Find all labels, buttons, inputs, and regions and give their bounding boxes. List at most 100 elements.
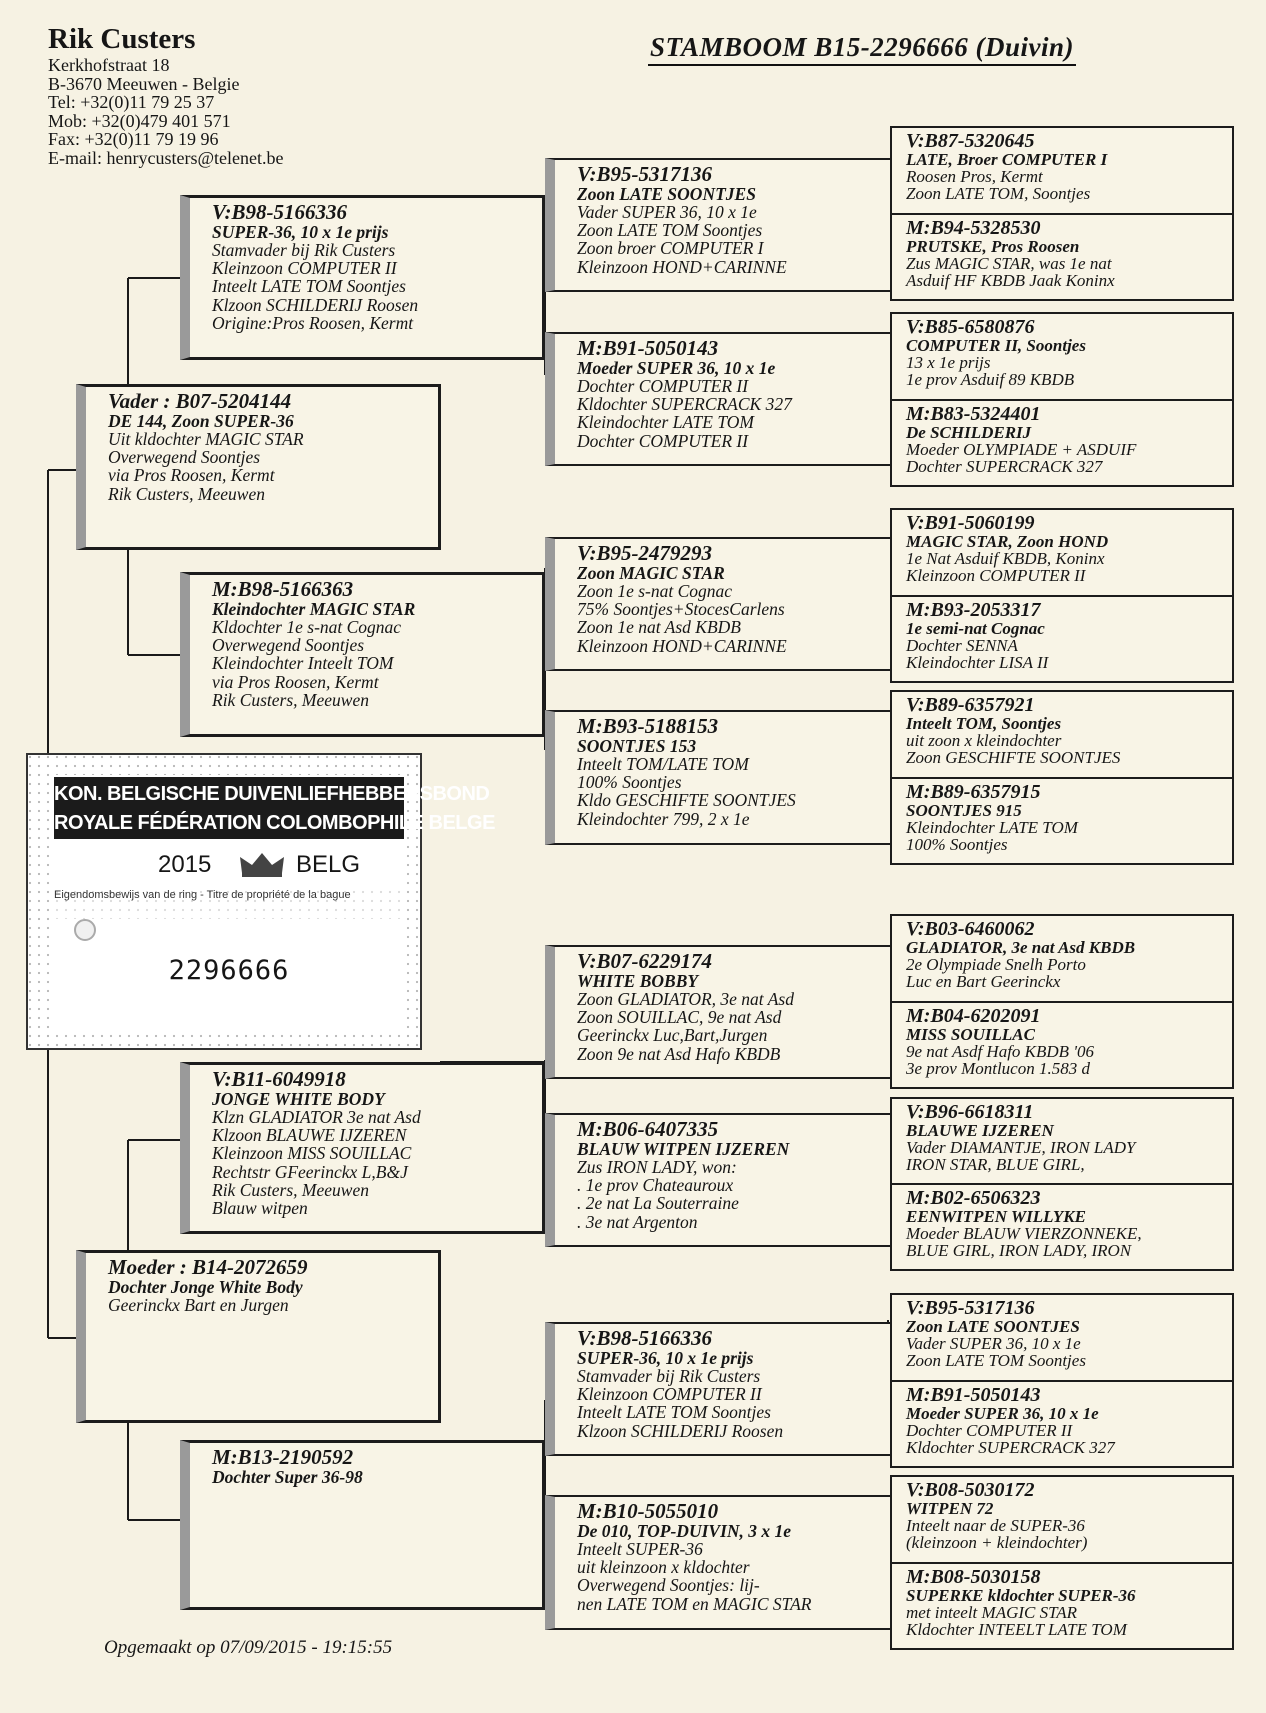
parent-box-dam: Moeder : B14-2072659 Dochter Jonge White… (76, 1250, 441, 1423)
pigeon-note: Kleinzoon MISS SOUILLAC (212, 1143, 412, 1164)
pigeon-note: Asduif HF KBDB Jaak Koninx (906, 271, 1115, 291)
generated-timestamp: Opgemaakt op 07/09/2015 - 19:15:55 (104, 1637, 393, 1658)
pigeon-id: M:B94-5328530 (906, 217, 1041, 239)
pigeon-name: De 010, TOP-DUIVIN, 3 x 1e (577, 1521, 792, 1541)
pigeon-name: Zoon LATE SOONTJES (906, 1317, 1080, 1336)
pigeon-name: SUPER-36, 10 x 1e prijs (577, 1348, 754, 1368)
ancestor-box: M:B83-5324401 De SCHILDERIJ Moeder OLYMP… (890, 399, 1234, 487)
ancestor-box: M:B91-5050143 Moeder SUPER 36, 10 x 1e D… (890, 1380, 1234, 1468)
pigeon-note: Zoon 9e nat Asd Hafo KBDB (577, 1043, 781, 1064)
pigeon-note: Geerinckx Bart en Jurgen (108, 1295, 289, 1315)
ring-number: 2296666 (168, 955, 290, 986)
pigeon-name: BLAUW WITPEN IJZEREN (577, 1139, 790, 1159)
pigeon-name: DE 144, Zoon SUPER-36 (108, 411, 294, 431)
pigeon-name: GLADIATOR, 3e nat Asd KBDB (906, 938, 1136, 957)
pigeon-note: Vader SUPER 36, 10 x 1e (906, 1334, 1081, 1353)
pigeon-note: Kleinzoon HOND+CARINNE (577, 256, 787, 277)
great-grandparent-box: V:B95-2479293 Zoon MAGIC STAR Zoon 1e s-… (545, 537, 893, 671)
pigeon-id: M:B06-6407335 (577, 1117, 719, 1141)
pigeon-id: M:B93-5188153 (577, 714, 719, 738)
pigeon-name: LATE, Broer COMPUTER I (906, 150, 1108, 169)
pigeon-note: Kleindochter 799, 2 x 1e (577, 808, 750, 829)
pigeon-note: Moeder OLYMPIADE + ASDUIF (906, 440, 1137, 459)
pigeon-note: (kleinzoon + kleindochter) (906, 1533, 1088, 1553)
pigeon-note: Moeder BLAUW VIERZONNEKE, (906, 1224, 1142, 1243)
pigeon-note: 3e prov Montlucon 1.583 d (906, 1059, 1090, 1079)
card-dot-pattern (28, 755, 424, 1052)
pigeon-name: BLAUWE IJZEREN (906, 1121, 1054, 1140)
pigeon-id: M:B98-5166363 (212, 577, 354, 601)
pigeon-id: V:B87-5320645 (906, 130, 1035, 152)
pigeon-name: MAGIC STAR, Zoon HOND (906, 532, 1109, 551)
pigeon-note: Dochter SENNA (906, 636, 1018, 655)
pigeon-name: SUPERKE kldochter SUPER-36 (906, 1586, 1136, 1605)
ancestor-box: V:B96-6618311 BLAUWE IJZEREN Vader DIAMA… (890, 1097, 1234, 1185)
pigeon-id: M:B04-6202091 (906, 1005, 1041, 1027)
pigeon-note: Blauw witpen (212, 1198, 308, 1219)
ancestor-box: M:B04-6202091 MISS SOUILLAC 9e nat Asdf … (890, 1001, 1234, 1089)
pigeon-note: Rik Custers, Meeuwen (212, 1179, 369, 1200)
pigeon-name: WHITE BOBBY (577, 971, 699, 991)
ancestor-box: M:B89-6357915 SOONTJES 915 Kleindochter … (890, 777, 1234, 865)
federation-banner: KON. BELGISCHE DUIVENLIEFHEBBERSBOND ROY… (54, 777, 495, 839)
pigeon-name: Zoon MAGIC STAR (577, 563, 725, 583)
pigeon-note: Rik Custers, Meeuwen (108, 483, 265, 504)
pigeon-note: . 1e prov Chateauroux (577, 1175, 734, 1196)
pigeon-name: De SCHILDERIJ (906, 423, 1032, 442)
pigeon-note: Kleindochter LATE TOM (906, 818, 1078, 837)
pigeon-note: Kleinzoon COMPUTER II (212, 258, 397, 279)
pigeon-note: 1e Nat Asduif KBDB, Koninx (906, 549, 1105, 568)
owner-tel: Tel: +32(0)11 79 25 37 (48, 92, 215, 112)
ring-year: 2015 (158, 851, 212, 878)
pigeon-note: 100% Soontjes (906, 835, 1008, 855)
ancestor-box: M:B08-5030158 SUPERKE kldochter SUPER-36… (890, 1562, 1234, 1650)
pigeon-note: 75% Soontjes+StocesCarlens (577, 599, 785, 620)
pigeon-name: SUPER-36, 10 x 1e prijs (212, 222, 389, 242)
pigeon-note: 1e prov Asduif 89 KBDB (906, 370, 1075, 390)
pigeon-note: Zoon 1e s-nat Cognac (577, 581, 733, 601)
pigeon-id: V:B11-6049918 (212, 1067, 346, 1091)
pigeon-note: Vader SUPER 36, 10 x 1e (577, 202, 757, 222)
pigeon-note: Overwegend Soontjes: lij- (577, 1575, 760, 1596)
pigeon-note: Inteelt naar de SUPER-36 (906, 1516, 1085, 1535)
pigeon-note: Zoon LATE TOM Soontjes (906, 1351, 1086, 1371)
pigeon-note: Inteelt TOM/LATE TOM (577, 754, 749, 774)
pigeon-name: MISS SOUILLAC (906, 1025, 1035, 1044)
parent-box-sire: Vader : B07-5204144 DE 144, Zoon SUPER-3… (76, 384, 441, 550)
pigeon-note: Kleinzoon COMPUTER II (906, 566, 1086, 586)
pigeon-note: Klzn GLADIATOR 3e nat Asd (212, 1107, 421, 1127)
ancestor-box: V:B85-6580876 COMPUTER II, Soontjes 13 x… (890, 312, 1234, 401)
pigeon-name: Inteelt TOM, Soontjes (906, 714, 1062, 733)
pigeon-name: 1e semi-nat Cognac (906, 619, 1045, 638)
pigeon-id: M:B08-5030158 (906, 1566, 1041, 1588)
pigeon-name: COMPUTER II, Soontjes (906, 336, 1086, 355)
ring-ownership-card: KON. BELGISCHE DUIVENLIEFHEBBERSBOND ROY… (26, 753, 495, 1052)
pigeon-name: Moeder SUPER 36, 10 x 1e (906, 1404, 1099, 1423)
owner-block: Rik Custers Kerkhofstraat 18 B-3670 Meeu… (48, 22, 368, 167)
pigeon-note: Inteelt SUPER-36 (577, 1539, 703, 1559)
pigeon-note: Zoon LATE TOM Soontjes (577, 220, 763, 241)
owner-fax: Fax: +32(0)11 79 19 96 (48, 129, 219, 149)
grandparent-box: V:B98-5166336 SUPER-36, 10 x 1e prijs St… (180, 195, 545, 360)
pigeon-note: Zoon 1e nat Asd KBDB (577, 617, 741, 638)
ancestor-box: V:B91-5060199 MAGIC STAR, Zoon HOND 1e N… (890, 508, 1234, 597)
pigeon-note: Uit kldochter MAGIC STAR (108, 429, 304, 449)
pigeon-note: Dochter COMPUTER II (577, 376, 749, 396)
owner-address: Kerkhofstraat 18 (48, 55, 170, 75)
ancestor-box: V:B89-6357921 Inteelt TOM, Soontjes uit … (890, 690, 1234, 779)
pigeon-id: V:B98-5166336 (577, 1326, 712, 1350)
pigeon-id: V:B85-6580876 (906, 316, 1035, 338)
pigeon-id: V:B95-5317136 (577, 162, 712, 186)
pigeon-id: V:B95-2479293 (577, 541, 712, 565)
pigeon-name: Moeder SUPER 36, 10 x 1e (577, 358, 776, 378)
pigeon-id: V:B08-5030172 (906, 1479, 1035, 1501)
pigeon-note: met inteelt MAGIC STAR (906, 1603, 1078, 1622)
ring-year-row: 2015 BELG (54, 845, 404, 887)
pigeon-note: via Pros Roosen, Kermt (212, 671, 379, 692)
pigeon-id: M:B13-2190592 (212, 1445, 354, 1469)
federation-name-fr: ROYALE FÉDÉRATION COLOMBOPHILE BELGE (54, 812, 495, 834)
pigeon-name: Dochter Super 36-98 (212, 1467, 363, 1487)
ancestor-box: V:B87-5320645 LATE, Broer COMPUTER I Roo… (890, 126, 1234, 215)
great-grandparent-box: M:B93-5188153 SOONTJES 153 Inteelt TOM/L… (545, 710, 893, 845)
great-grandparent-box: M:B91-5050143 Moeder SUPER 36, 10 x 1e D… (545, 332, 893, 466)
